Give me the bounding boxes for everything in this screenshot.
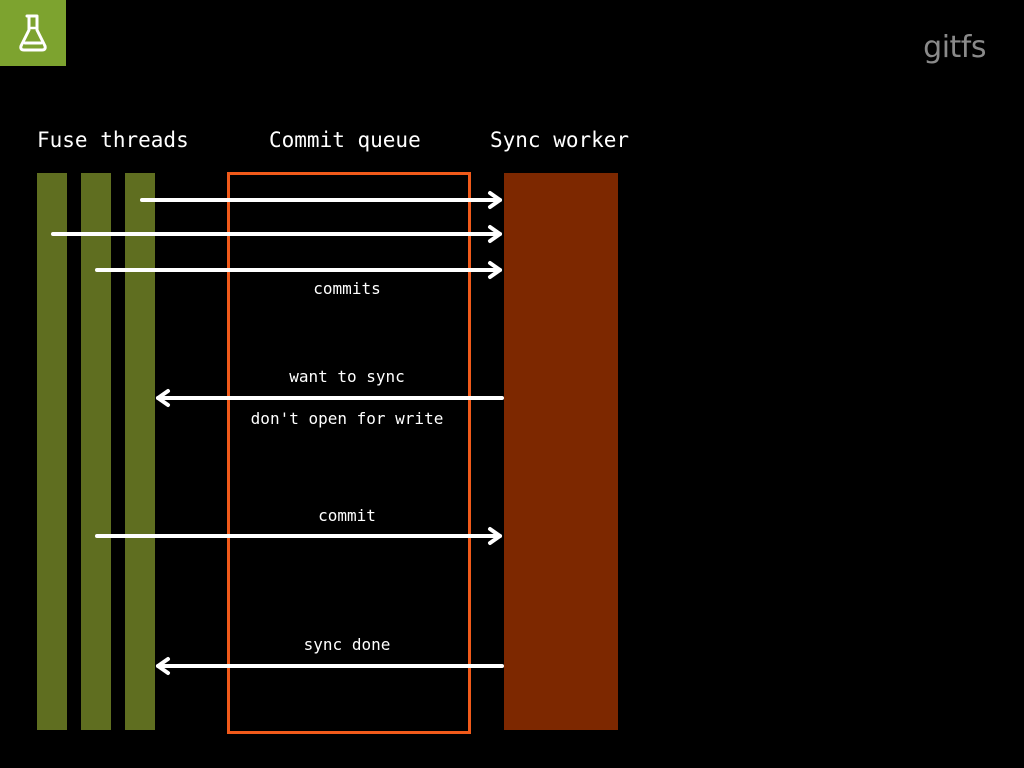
fuse-thread-bar xyxy=(125,173,155,730)
logo xyxy=(0,0,66,66)
arrow-right xyxy=(95,527,502,545)
message-commit: commit xyxy=(318,506,376,525)
brand-title: gitfs xyxy=(923,30,986,65)
arrow-right xyxy=(95,261,502,279)
label-commit-queue: Commit queue xyxy=(269,128,421,152)
label-sync-worker: Sync worker xyxy=(490,128,630,152)
commit-queue-box xyxy=(227,172,471,734)
message-want-to-sync: want to sync xyxy=(289,367,405,386)
message-dont-open-for-write: don't open for write xyxy=(250,409,444,428)
arrow-right xyxy=(140,191,502,209)
label-fuse-threads: Fuse threads xyxy=(37,128,189,152)
sync-worker-bar xyxy=(504,173,618,730)
arrow-right xyxy=(51,225,502,243)
message-commits: commits xyxy=(313,279,381,298)
arrow-left xyxy=(156,657,504,675)
message-sync-done: sync done xyxy=(303,635,391,654)
fuse-thread-bar xyxy=(37,173,67,730)
arrow-left xyxy=(156,389,504,407)
flask-icon xyxy=(19,14,47,52)
fuse-thread-bar xyxy=(81,173,111,730)
